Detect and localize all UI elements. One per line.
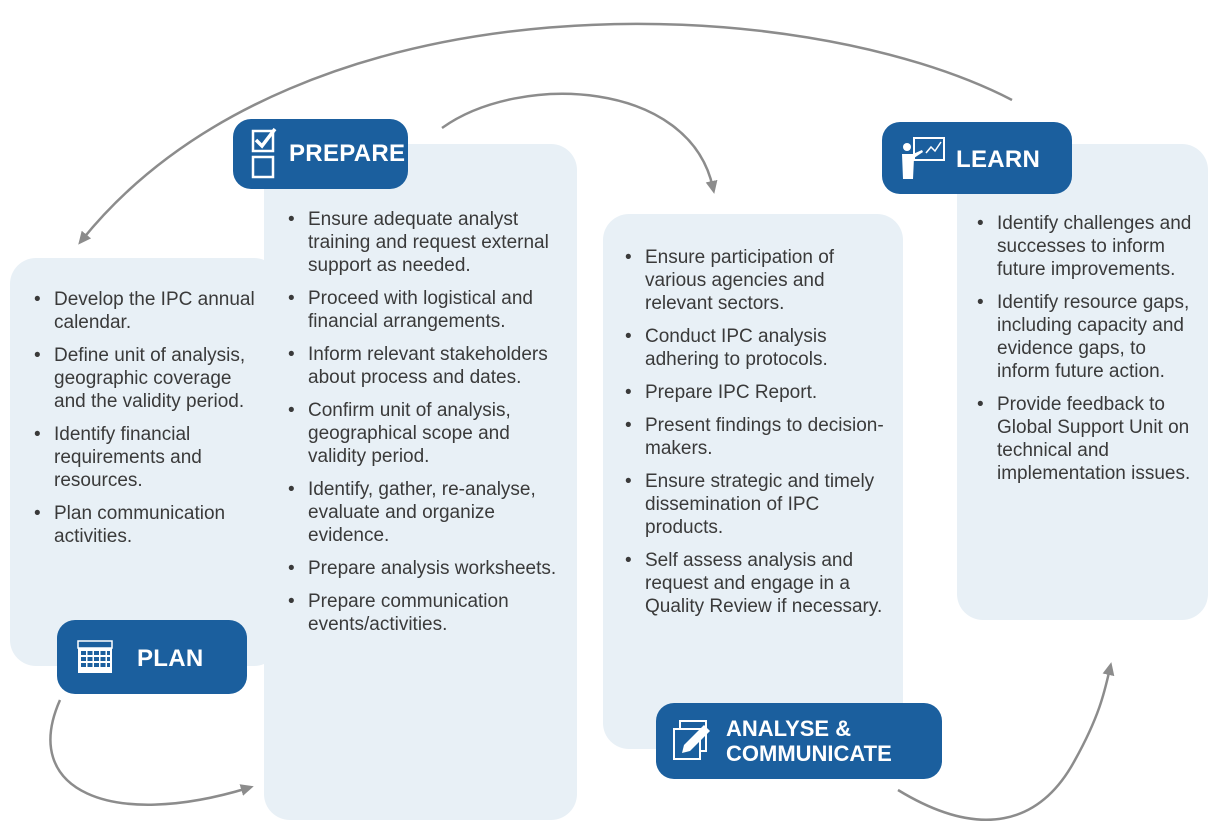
analyse-badge: ANALYSE & COMMUNICATE [656, 703, 942, 779]
analyse-item: Conduct IPC analysis adhering to protoco… [623, 325, 885, 371]
analyse-item: Ensure participation of various agencies… [623, 246, 885, 315]
analyse-title: ANALYSE & COMMUNICATE [726, 716, 892, 766]
prepare-badge: PREPARE [233, 119, 408, 189]
learn-item: Identify resource gaps, including capaci… [975, 291, 1203, 383]
prepare-item: Identify, gather, re-analyse, evaluate a… [286, 478, 558, 547]
checkbox-icon [251, 127, 277, 179]
analyse-list: Ensure participation of various agencies… [623, 246, 885, 628]
prepare-title: PREPARE [289, 140, 406, 167]
prepare-item: Inform relevant stakeholders about proce… [286, 343, 558, 389]
prepare-list: Ensure adequate analyst training and req… [286, 208, 558, 646]
prepare-item: Prepare analysis worksheets. [286, 557, 558, 580]
calendar-icon [77, 640, 113, 673]
analyse-item: Prepare IPC Report. [623, 381, 885, 404]
prepare-item: Confirm unit of analysis, geographical s… [286, 399, 558, 468]
arrow-analyse-to-learn [897, 662, 1115, 821]
prepare-item: Proceed with logistical and financial ar… [286, 287, 558, 333]
teacher-board-icon [902, 137, 945, 179]
plan-title: PLAN [137, 645, 204, 672]
arrow-prepare-to-analyse [441, 92, 718, 194]
arrow-learn-to-plan [78, 22, 1013, 245]
learn-list: Identify challenges and successes to inf… [975, 212, 1203, 495]
plan-card: Develop the IPC annual calendar. Define … [10, 258, 280, 666]
analyse-item: Present findings to decision-makers. [623, 414, 885, 460]
analyse-title-line1: ANALYSE & [726, 716, 852, 741]
prepare-item: Ensure adequate analyst training and req… [286, 208, 558, 277]
analyse-item: Self assess analysis and request and eng… [623, 549, 885, 618]
learn-item: Provide feedback to Global Support Unit … [975, 393, 1203, 485]
plan-list: Develop the IPC annual calendar. Define … [32, 288, 264, 558]
arrow-plan-to-prepare [49, 699, 254, 806]
analyse-title-line2: COMMUNICATE [726, 741, 892, 766]
learn-title: LEARN [956, 146, 1041, 173]
prepare-item: Prepare communication events/activities. [286, 590, 558, 636]
analyse-item: Ensure strategic and timely disseminatio… [623, 470, 885, 539]
plan-item: Define unit of analysis, geographic cove… [32, 344, 264, 413]
plan-item: Plan communication activities. [32, 502, 264, 548]
plan-item: Develop the IPC annual calendar. [32, 288, 264, 334]
analyse-card: Ensure participation of various agencies… [603, 214, 903, 749]
plan-badge: PLAN [57, 620, 247, 694]
learn-item: Identify challenges and successes to inf… [975, 212, 1203, 281]
learn-card: Identify challenges and successes to inf… [957, 144, 1208, 620]
learn-badge: LEARN [882, 122, 1072, 194]
prepare-card: Ensure adequate analyst training and req… [264, 144, 577, 820]
edit-document-icon [673, 720, 710, 760]
plan-item: Identify financial requirements and reso… [32, 423, 264, 492]
